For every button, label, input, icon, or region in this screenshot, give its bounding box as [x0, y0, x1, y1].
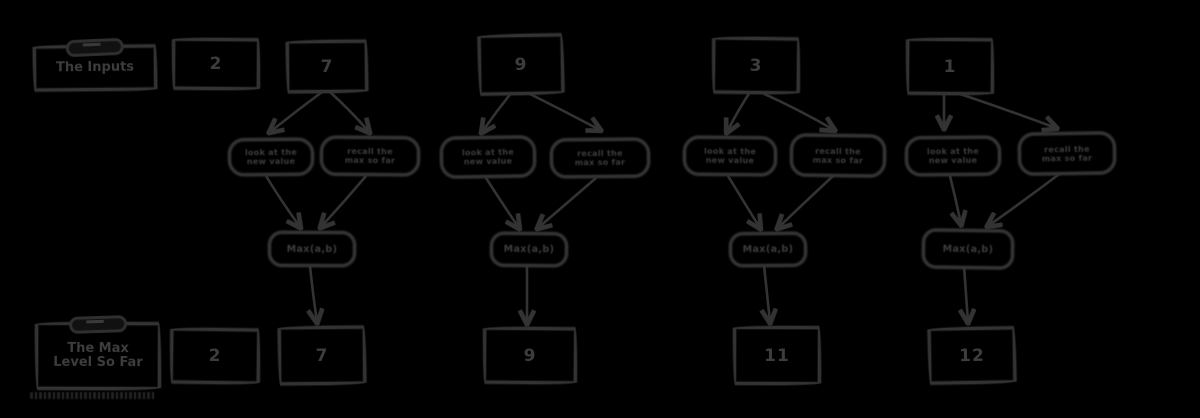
output-value-box: 11 [732, 325, 822, 386]
op-text: max so far [1041, 153, 1093, 163]
input-value: 9 [514, 54, 528, 75]
op-text: max so far [812, 155, 864, 165]
input-value-box: 3 [711, 36, 801, 95]
output-value: 12 [959, 345, 985, 366]
step4-left-op-box: look at the new value [904, 135, 1002, 177]
input-value-box: 1 [905, 37, 995, 96]
step3-max-box: Max(a,b) [728, 231, 808, 268]
step2-right-op-box: recall the max so far [549, 137, 651, 179]
input-value: 3 [749, 55, 763, 76]
step3-right-op-box: recall the max so far [789, 133, 887, 178]
input-value: 2 [209, 53, 223, 75]
inputs-label: The Inputs [55, 59, 135, 76]
outputs-label-box: The Max Level So Far [34, 315, 162, 391]
max-fn-text: Max(a,b) [742, 243, 794, 256]
op-text: new value [705, 155, 755, 166]
op-text: look at the [244, 147, 298, 158]
outputs-label-line2: Level So Far [53, 354, 143, 371]
input-value: 1 [943, 56, 957, 77]
max-fn-text: Max(a,b) [942, 243, 994, 255]
clip-decoration [68, 315, 128, 334]
step1-max-box: Max(a,b) [267, 230, 357, 268]
op-text: max so far [344, 155, 396, 166]
output-value-box: 12 [927, 326, 1017, 385]
input-value-box: 9 [477, 33, 565, 96]
input-value: 7 [320, 56, 334, 77]
output-value-box: 7 [277, 325, 367, 386]
step4-max-box: Max(a,b) [921, 228, 1015, 270]
op-text: look at the [926, 146, 980, 157]
step2-left-op-box: look at the new value [439, 135, 537, 179]
step1-left-op-box: look at the new value [227, 137, 315, 177]
op-text: recall the [577, 148, 623, 159]
output-value: 11 [764, 345, 790, 366]
inputs-label-box: The Inputs [32, 37, 158, 92]
clip-decoration [65, 37, 125, 58]
max-fn-text: Max(a,b) [286, 243, 338, 255]
step3-left-op-box: look at the new value [682, 135, 778, 177]
op-text: look at the [703, 146, 757, 157]
output-value: 2 [208, 345, 222, 367]
step4-right-op-box: recall the max so far [1017, 131, 1117, 176]
caption-smudge [30, 392, 156, 399]
step2-max-box: Max(a,b) [489, 231, 569, 268]
op-text: recall the [347, 146, 393, 157]
max-fn-text: Max(a,b) [503, 243, 555, 256]
input-value-box: 2 [171, 37, 261, 91]
op-text: max so far [574, 157, 626, 168]
output-value-box: 9 [482, 326, 578, 385]
output-value: 9 [523, 345, 537, 366]
op-text: new value [463, 156, 513, 167]
step1-right-op-box: recall the max so far [319, 135, 421, 177]
output-value-box: 2 [169, 327, 261, 385]
op-text: new value [928, 155, 978, 166]
op-text: new value [246, 156, 296, 167]
output-value: 7 [315, 345, 329, 366]
input-value-box: 7 [285, 39, 369, 94]
